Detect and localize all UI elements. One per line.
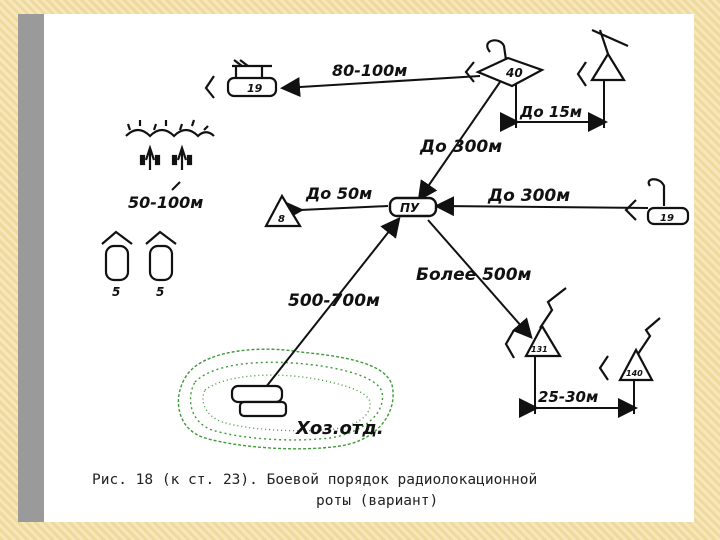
label-25-30m: 25-30м [538, 388, 598, 406]
line-19r-to-pu [434, 196, 649, 217]
positions-group [125, 119, 215, 170]
line-50-100 [171, 181, 181, 191]
label-do-300m-top: До 300м [419, 137, 502, 157]
label-500-700m: 500-700м [288, 291, 380, 311]
antenna-triangle-station [576, 28, 629, 87]
marker-pu: ПУ [400, 201, 420, 215]
shelter-5-left: 5 [101, 230, 133, 299]
label-hoz-otd: Хоз.отд. [295, 418, 384, 439]
marker-5-left: 5 [112, 285, 120, 299]
label-do-15m: До 15м [519, 103, 582, 121]
marker-8: 8 [278, 214, 285, 225]
vehicle-19-right: 19 [624, 178, 690, 226]
marker-19-left: 19 [247, 82, 263, 95]
station-131: 131 [504, 287, 567, 359]
household-vehicle [230, 384, 288, 418]
marker-5-right: 5 [156, 285, 164, 299]
line-8-to-pu [283, 200, 389, 221]
label-50-100m: 50-100м [128, 193, 203, 212]
figure-caption-line-1: Рис. 18 (к ст. 23). Боевой порядок радио… [92, 472, 537, 488]
label-do-300m-right: До 300м [487, 186, 570, 206]
shelter-5-right: 5 [145, 230, 177, 299]
label-bolee-500m: Более 500м [416, 265, 532, 285]
station-8: 8 [264, 193, 302, 228]
marker-140: 140 [626, 369, 643, 378]
control-post: ПУ [388, 196, 438, 218]
line-pu-to-131 [427, 219, 533, 340]
station-40: 40 [464, 39, 545, 88]
vehicle-19-left: 19 [204, 59, 278, 99]
line-40-to-pu [417, 81, 501, 202]
line-40-to-19 [280, 75, 481, 98]
line-hoz-to-pu [261, 216, 401, 393]
marker-40: 40 [505, 66, 523, 80]
station-140: 140 [598, 317, 661, 382]
marker-131: 131 [531, 345, 548, 354]
left-side-bar [18, 14, 44, 522]
connections [171, 75, 649, 418]
vegetation-area [177, 348, 394, 450]
label-do-50m: До 50м [305, 184, 372, 203]
figure-caption-line-2: роты (вариант) [316, 493, 438, 509]
label-80-100m: 80-100м [332, 61, 407, 80]
marker-19-right: 19 [660, 213, 674, 224]
